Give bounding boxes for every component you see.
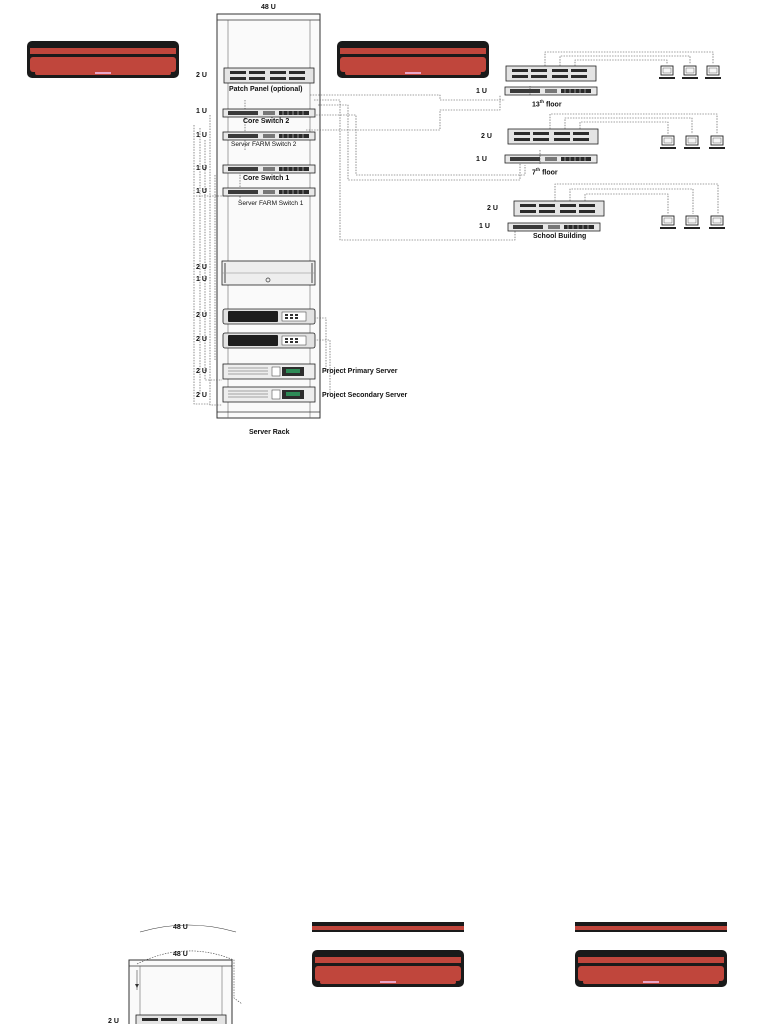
air-conditioner-icon: [312, 950, 464, 987]
rack-server-unit: [222, 332, 316, 349]
floor-unit-label: 2 U: [487, 205, 498, 212]
bottom-server-rack-frame: [128, 959, 233, 1024]
floor-13-switch: [504, 86, 598, 96]
floor-13-label: 13th floor: [532, 97, 562, 109]
floor-13-suffix-sup: th: [539, 99, 545, 104]
computer-icon: [683, 215, 701, 230]
floor-unit-label: 2 U: [481, 133, 492, 140]
computer-icon: [681, 65, 699, 80]
bottom-rack-unit-label: 2 U: [108, 1018, 119, 1024]
floor-7-suffix-sup: th: [535, 167, 541, 172]
rack-unit-label: 2 U: [196, 392, 207, 399]
rack-unit-label: 1 U: [196, 132, 207, 139]
patch-panel-label: Patch Panel (optional): [229, 86, 303, 93]
computer-icon: [704, 65, 722, 80]
floor-unit-label: 1 U: [479, 223, 490, 230]
server-farm-switch-1: [222, 187, 316, 197]
server-farm-switch-2-label: Server FARM Switch 2: [231, 141, 297, 148]
rack-unit-label: 1 U: [196, 276, 207, 283]
computer-icon: [659, 215, 677, 230]
core-switch-2-label: Core Switch 2: [243, 118, 290, 125]
rack-unit-label: 2 U: [196, 336, 207, 343]
blank-panel: [221, 260, 316, 286]
bottom-patch-panel: [135, 1014, 227, 1024]
rack-unit-label: 2 U: [196, 72, 207, 79]
rack-unit-label: 2 U: [196, 368, 207, 375]
floor-7-suffix: floor: [540, 169, 558, 177]
rack-unit-label: 1 U: [196, 165, 207, 172]
project-primary-server: [222, 363, 316, 380]
school-building-patch-panel: [513, 200, 605, 217]
air-conditioner-icon: [575, 922, 727, 932]
floor-13-patch-panel: [505, 65, 597, 82]
core-switch-1-label: Core Switch 1: [243, 175, 290, 182]
rack-unit-label: 2 U: [196, 312, 207, 319]
floor-unit-label: 1 U: [476, 88, 487, 95]
floor-13-suffix: floor: [544, 101, 562, 109]
air-conditioner-icon: [337, 41, 489, 78]
computer-icon: [683, 135, 701, 150]
air-conditioner-icon: [575, 950, 727, 987]
server-farm-switch-1-label: Server FARM Switch 1: [238, 200, 304, 207]
secondary-server-label: Project Secondary Server: [322, 392, 408, 399]
patch-panel: [223, 67, 315, 84]
floor-7-label: 7th floor: [532, 165, 558, 177]
primary-server-label: Project Primary Server: [322, 368, 398, 375]
floor-7-switch: [504, 154, 598, 164]
core-switch-1: [222, 164, 316, 174]
rack-unit-label: 2 U: [196, 264, 207, 271]
rack-server-unit: [222, 308, 316, 325]
school-building-switch: [507, 222, 601, 232]
rack-unit-label: 1 U: [196, 188, 207, 195]
air-conditioner-icon: [312, 922, 464, 932]
bottom-rack-top-label: 48 U: [173, 951, 188, 958]
air-conditioner-icon: [27, 41, 179, 78]
floor-13-number: 13: [532, 101, 540, 109]
server-farm-switch-2: [222, 131, 316, 141]
project-secondary-server: [222, 386, 316, 403]
core-switch-2: [222, 108, 316, 118]
floor-7-patch-panel: [507, 128, 599, 145]
computer-icon: [658, 65, 676, 80]
floor-unit-label: 1 U: [476, 156, 487, 163]
computer-icon: [659, 135, 677, 150]
school-building-label: School Building: [533, 233, 587, 240]
rack-top-label: 48 U: [261, 4, 276, 11]
bottom-rack-outer-label: 48 U: [173, 924, 188, 931]
floor-7-number: 7: [532, 169, 536, 177]
rack-caption: Server Rack: [249, 429, 290, 436]
computer-icon: [708, 135, 726, 150]
computer-icon: [708, 215, 726, 230]
rack-unit-label: 1 U: [196, 108, 207, 115]
